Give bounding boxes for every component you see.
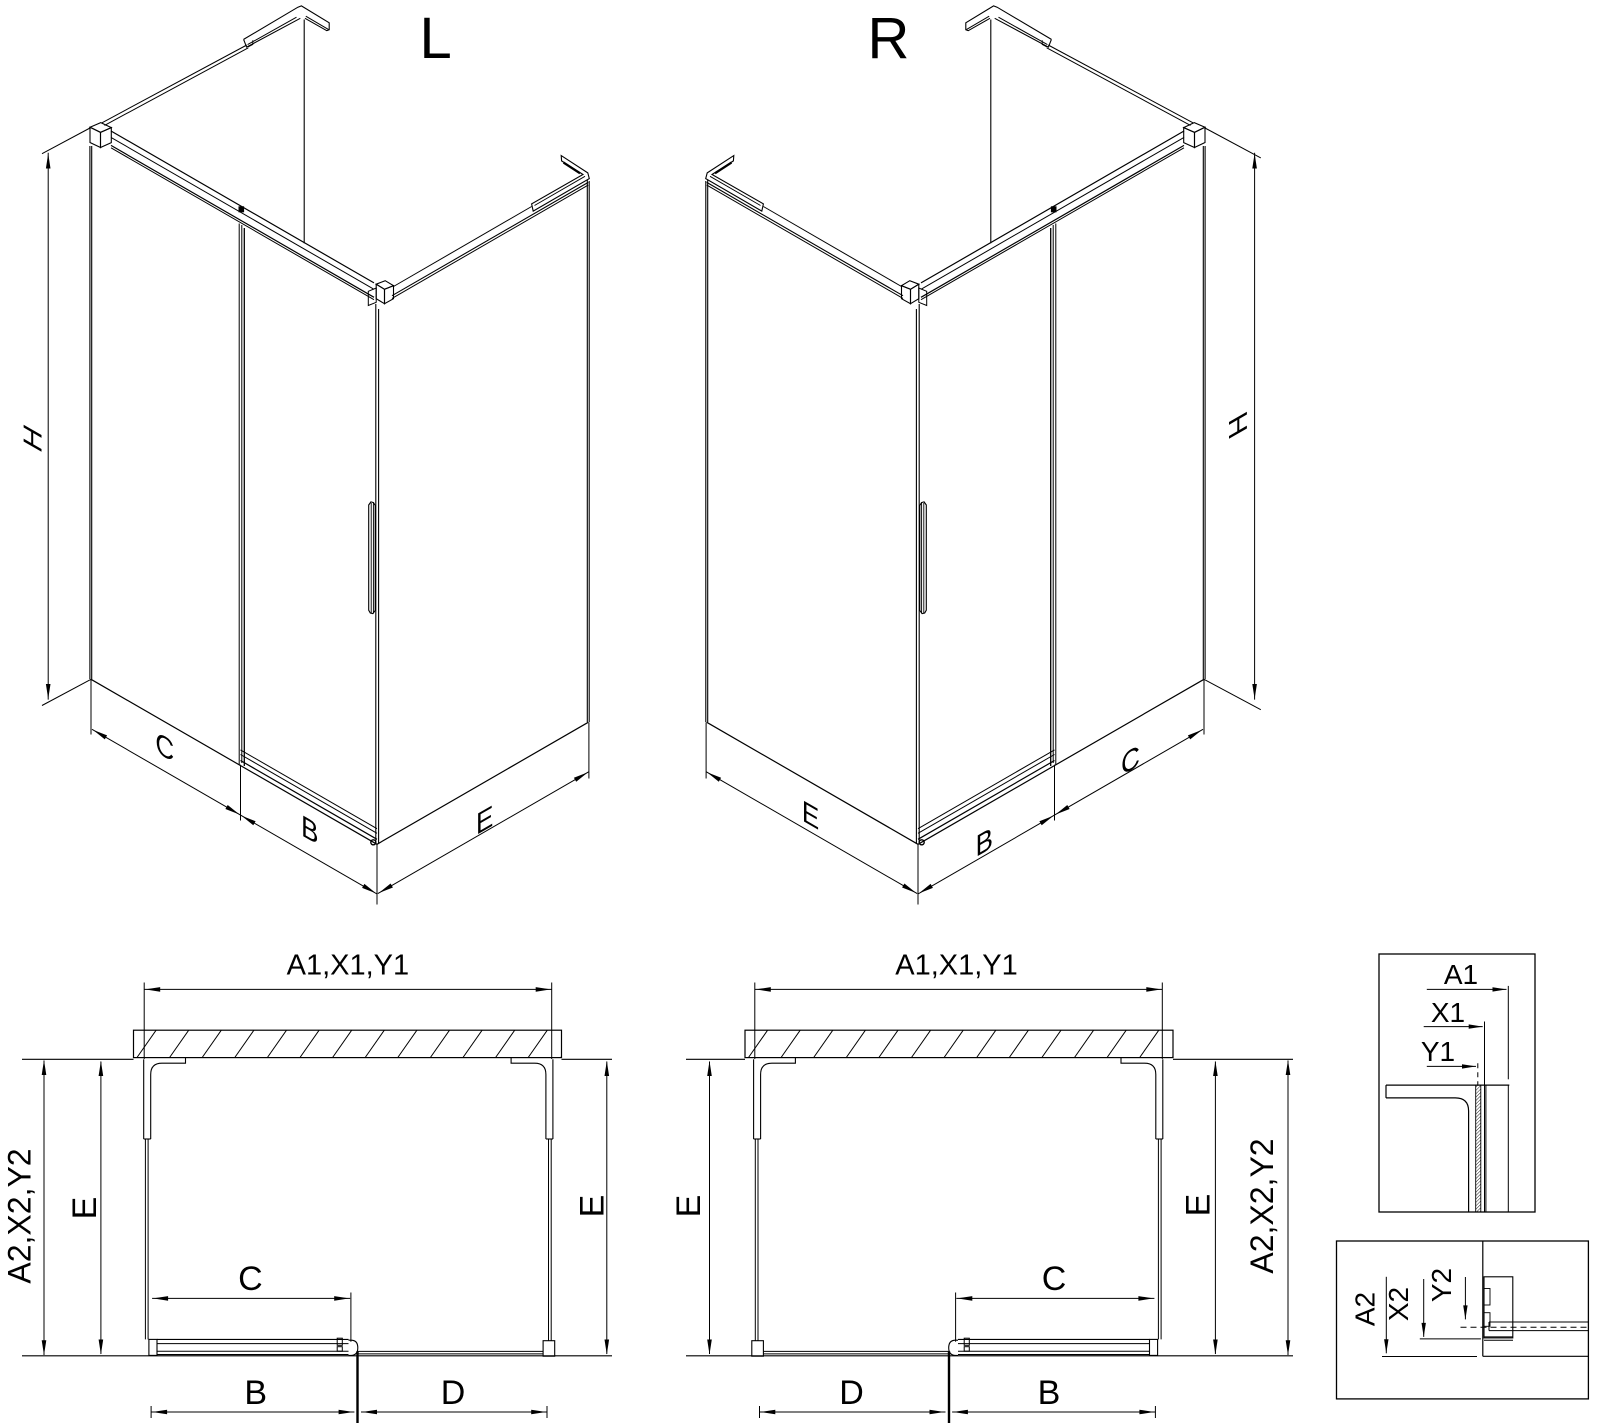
svg-text:B: B [301,809,318,852]
svg-text:A2,X2,Y2: A2,X2,Y2 [1244,1138,1280,1273]
svg-text:C: C [1042,1260,1067,1298]
svg-text:Y1: Y1 [1421,1036,1455,1067]
svg-text:C: C [238,1260,263,1298]
svg-text:A1,X1,Y1: A1,X1,Y1 [287,950,410,982]
svg-text:C: C [1121,739,1140,783]
svg-text:B: B [244,1374,267,1412]
svg-text:E: E [1180,1194,1218,1217]
svg-text:Y2: Y2 [1426,1268,1457,1302]
svg-text:A1,X1,Y1: A1,X1,Y1 [895,950,1018,982]
svg-text:C: C [155,726,174,770]
svg-text:D: D [441,1374,466,1412]
svg-text:L: L [420,6,452,71]
svg-text:E: E [66,1197,104,1220]
svg-text:E: E [670,1195,708,1218]
svg-text:X1: X1 [1431,997,1465,1028]
svg-text:B: B [1038,1374,1061,1412]
svg-text:E: E [802,794,819,837]
svg-text:E: E [574,1195,612,1218]
svg-text:A1: A1 [1444,959,1478,990]
svg-text:R: R [868,6,910,71]
svg-text:D: D [839,1374,864,1412]
svg-text:A2,X2,Y2: A2,X2,Y2 [2,1148,38,1283]
svg-text:E: E [476,799,493,842]
svg-text:B: B [976,821,993,864]
svg-text:A2: A2 [1350,1292,1381,1326]
svg-text:X2: X2 [1383,1287,1414,1321]
